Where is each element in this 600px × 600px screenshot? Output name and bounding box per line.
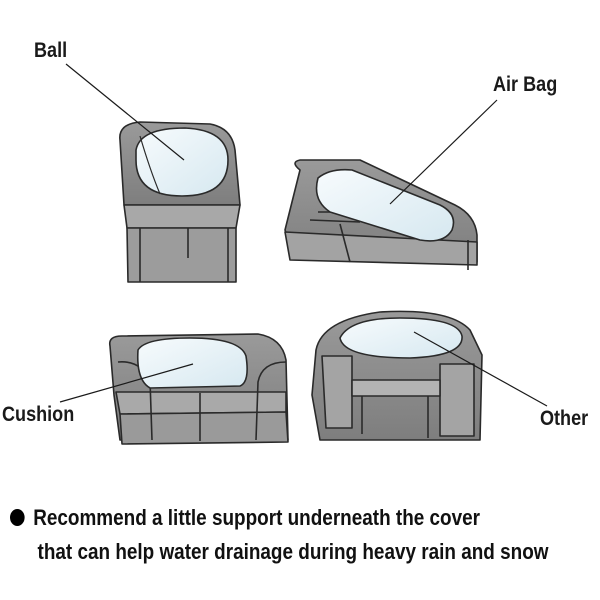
loveseat-cover-illustration (108, 333, 289, 445)
dining-set-cover-illustration (311, 310, 483, 441)
label-air-bag: Air Bag (493, 73, 558, 96)
other-leader-line (413, 331, 548, 407)
cushion-leader-line (59, 363, 194, 403)
air-bag-leader-line (389, 99, 498, 205)
label-cushion: Cushion (2, 403, 75, 426)
note-line-1-text: Recommend a little support underneath th… (33, 505, 481, 530)
leader-lines (59, 63, 548, 407)
bullet-icon (10, 509, 25, 526)
label-ball: Ball (34, 39, 68, 62)
lounge-cover-illustration (284, 159, 478, 270)
support-recommendation-note: Recommend a little support underneath th… (10, 501, 600, 569)
label-other: Other (540, 407, 589, 430)
chair-cover-illustration (119, 121, 241, 283)
ball-leader-line (65, 63, 185, 161)
note-line-1: Recommend a little support underneath th… (10, 501, 517, 535)
note-line-2: that can help water drainage during heav… (37, 539, 549, 564)
